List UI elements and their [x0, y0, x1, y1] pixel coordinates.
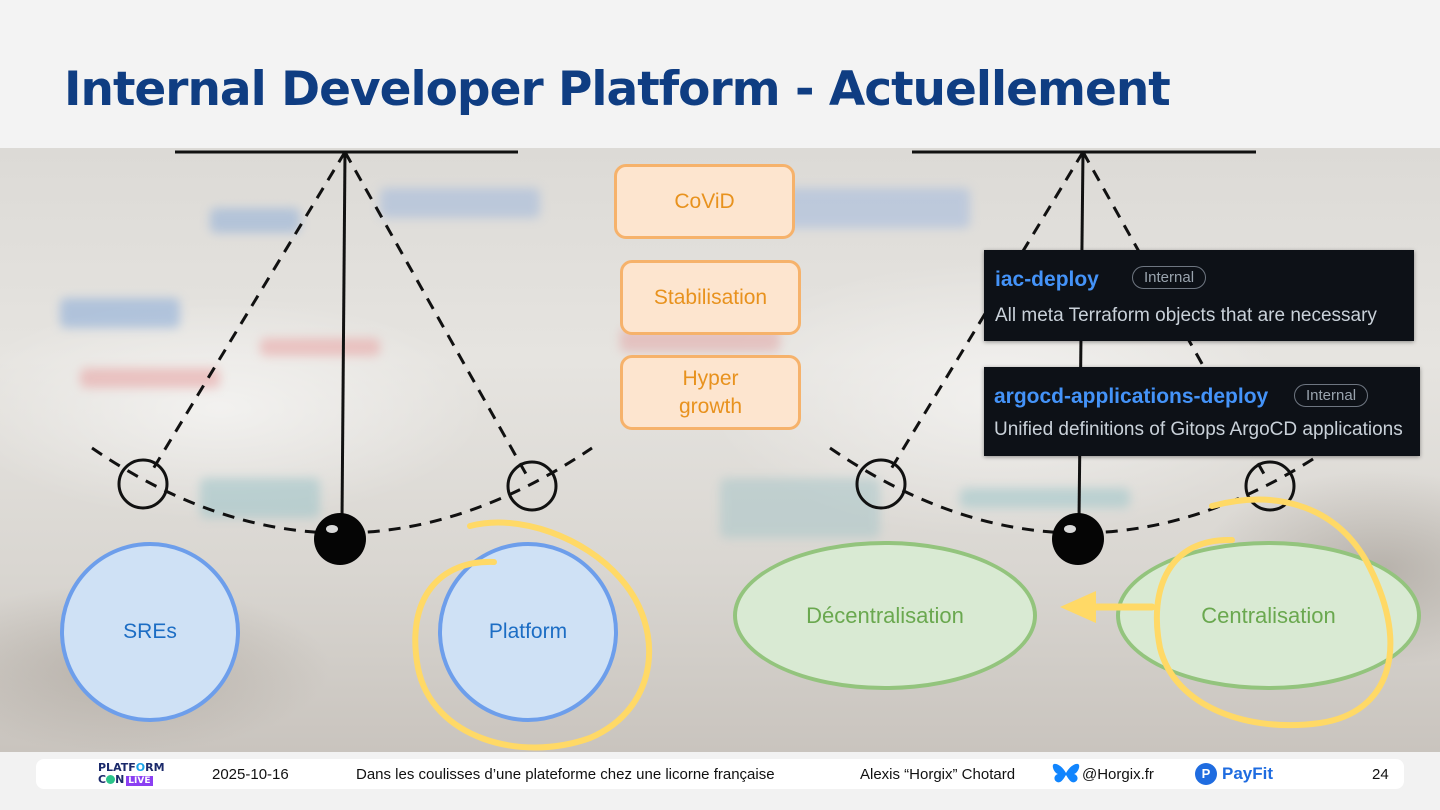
- slide-body: CoViD Stabilisation Hyper growth iac-dep…: [0, 148, 1440, 752]
- right-pendulum: [829, 150, 1331, 565]
- whiteboard-scribble: [960, 488, 1130, 508]
- whiteboard-scribble: [210, 208, 300, 233]
- repo-visibility-badge: Internal: [1294, 384, 1369, 407]
- repo-name-link[interactable]: argocd-applications-deploy: [994, 385, 1269, 408]
- whiteboard-scribble: [260, 338, 380, 356]
- node-platform: Platform: [438, 542, 618, 722]
- phase-covid: CoViD: [614, 164, 795, 239]
- slide-header: Internal Developer Platform - Actuelleme…: [0, 0, 1440, 148]
- node-sres: SREs: [60, 542, 240, 722]
- footer-talk-title: Dans les coulisses d’une plateforme chez…: [356, 766, 775, 783]
- slide-title: Internal Developer Platform - Actuelleme…: [64, 62, 1171, 117]
- pendulum-ghost-right: [1244, 460, 1296, 512]
- pendulum-swing-right: [343, 151, 528, 475]
- left-pendulum: [91, 150, 593, 565]
- whiteboard-scribble: [200, 478, 320, 518]
- phase-hyper-growth: Hyper growth: [620, 355, 801, 430]
- bluesky-butterfly-icon: [1052, 762, 1080, 790]
- whiteboard-scribble: [720, 478, 880, 538]
- pendulum-ghost-left: [855, 458, 907, 510]
- footer-bluesky-handle[interactable]: @Horgix.fr: [1082, 766, 1154, 783]
- repo-description: All meta Terraform objects that are nece…: [995, 305, 1377, 326]
- whiteboard-scribble: [380, 188, 540, 218]
- whiteboard-scribble: [60, 298, 180, 328]
- footer-page-number: 24: [1372, 766, 1389, 783]
- pendulum-swing-left: [148, 151, 347, 475]
- pendulum-ghost-right: [506, 460, 558, 512]
- whiteboard-scribble: [80, 368, 220, 388]
- phase-stabilisation: Stabilisation: [620, 260, 801, 335]
- pendulum-diagram: [91, 150, 1331, 565]
- pendulum-bob: [1052, 513, 1104, 565]
- footer-date: 2025-10-16: [212, 766, 289, 783]
- node-decentralisation: Décentralisation: [733, 541, 1037, 690]
- footer-company: PayFit: [1222, 764, 1274, 783]
- pendulum-rod: [340, 151, 347, 521]
- payfit-logo-icon: P: [1195, 763, 1217, 785]
- repo-visibility-badge: Internal: [1132, 266, 1207, 289]
- repo-card-argocd-applications-deploy[interactable]: argocd-applications-deploy Internal Unif…: [984, 367, 1420, 456]
- footer-speaker: Alexis “Horgix” Chotard: [860, 766, 1016, 783]
- node-centralisation: Centralisation: [1116, 541, 1421, 690]
- pendulum-ghost-left: [117, 458, 169, 510]
- pendulum-bob: [314, 513, 366, 565]
- repo-description: Unified definitions of Gitops ArgoCD app…: [994, 419, 1403, 440]
- repo-card-iac-deploy[interactable]: iac-deploy Internal All meta Terraform o…: [984, 250, 1414, 341]
- repo-name-link[interactable]: iac-deploy: [995, 268, 1099, 291]
